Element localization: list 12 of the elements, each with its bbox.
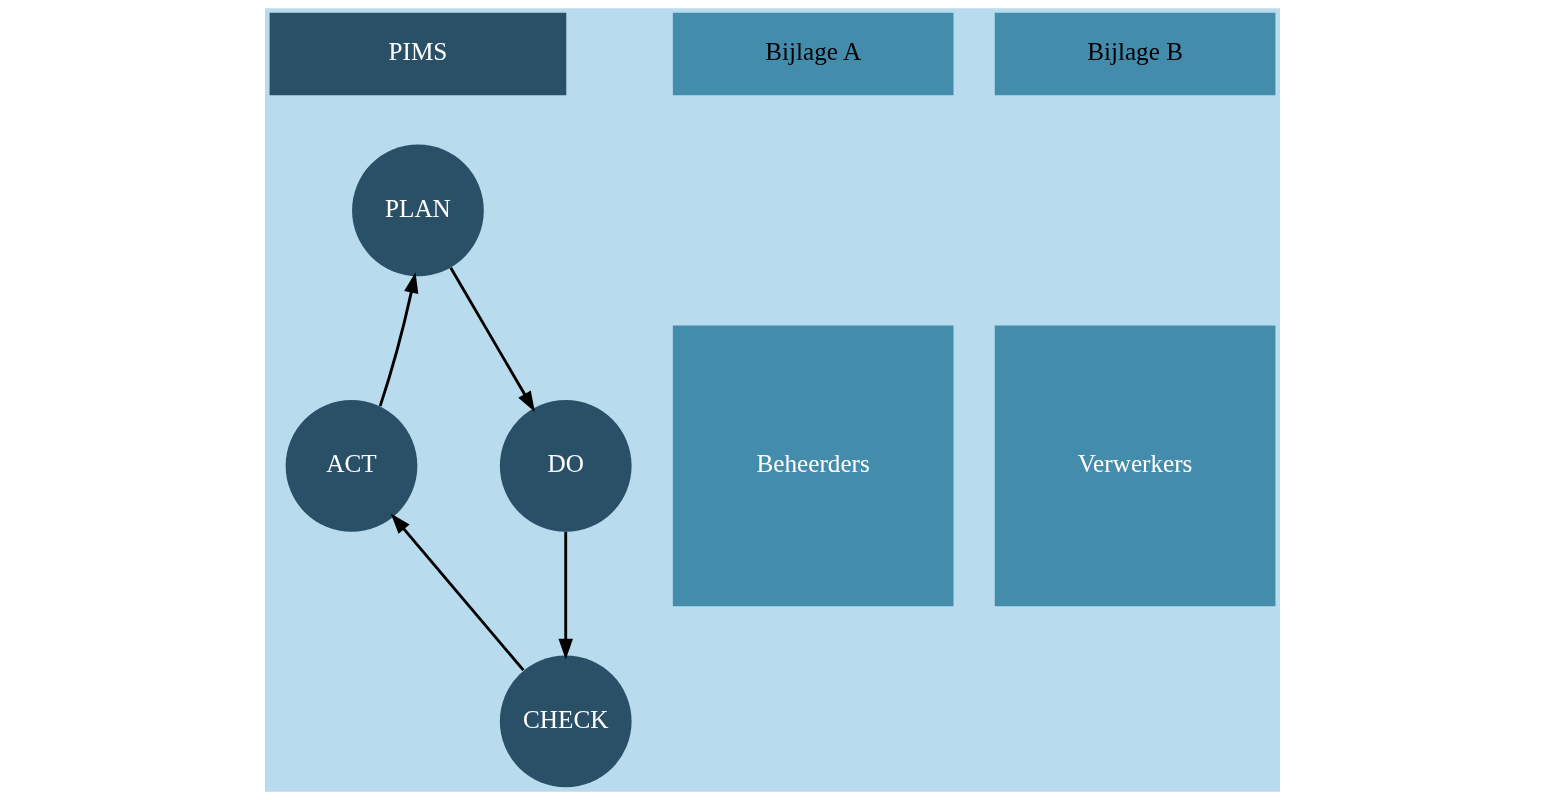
- node-box: Bijlage A: [672, 12, 954, 96]
- arrow: [449, 267, 535, 412]
- node-box: Verwerkers: [994, 325, 1276, 607]
- node-box: Beheerders: [672, 325, 954, 607]
- arrow: [378, 272, 419, 407]
- node-box: PIMS: [269, 12, 567, 96]
- node-box: Bijlage B: [994, 12, 1276, 96]
- arrow: [558, 531, 573, 660]
- node-circle: PLAN: [352, 144, 484, 277]
- node-circle: DO: [499, 400, 632, 532]
- arrow: [390, 513, 525, 672]
- node-circle: CHECK: [499, 655, 632, 788]
